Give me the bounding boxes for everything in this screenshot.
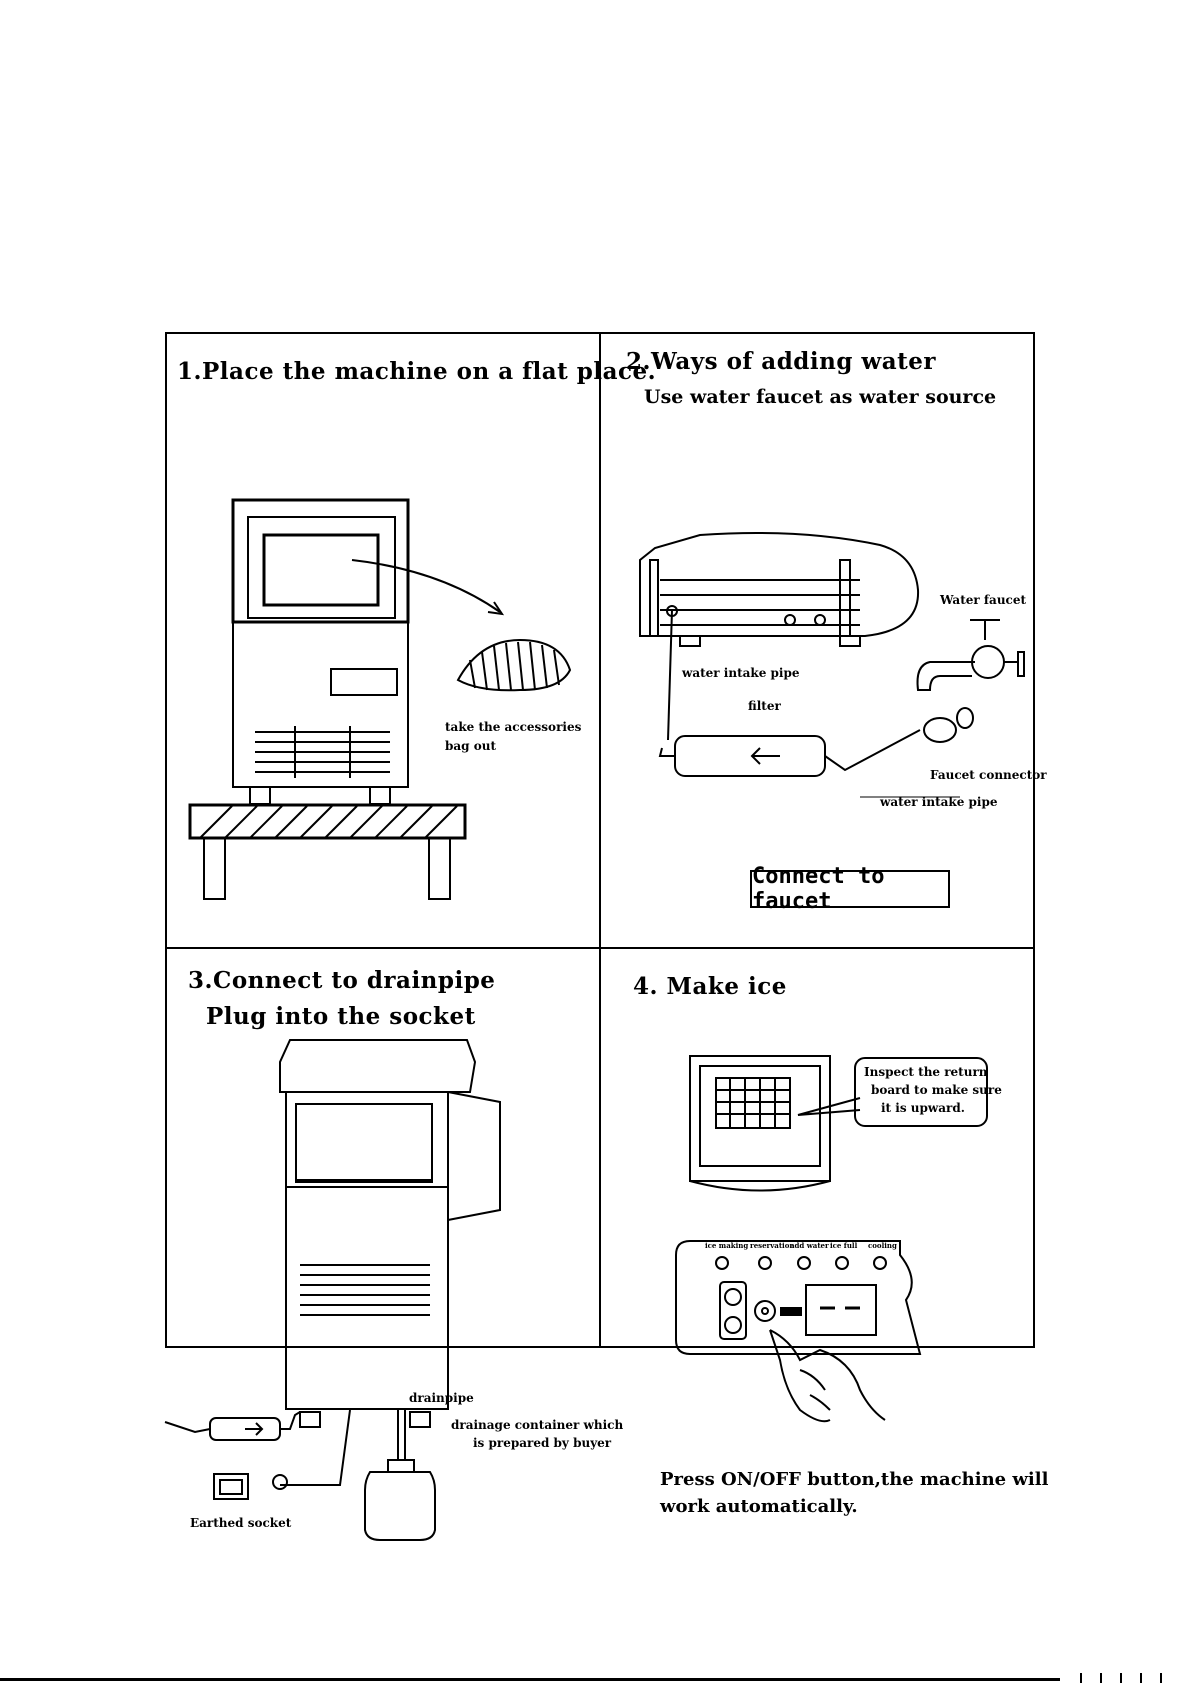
grid-divider-horizontal bbox=[165, 947, 1035, 949]
socket-icon bbox=[213, 1409, 351, 1500]
container-label-line1: drainage container which bbox=[451, 1418, 624, 1432]
filter-small-icon bbox=[164, 1411, 301, 1441]
ice-machine-illustration bbox=[231, 498, 505, 788]
machine-side-illustration bbox=[639, 531, 920, 647]
inspect-line2: board to make sure bbox=[871, 1083, 1002, 1097]
indicator-label-1: ice making bbox=[705, 1241, 749, 1250]
accessories-label-line1: take the accessories bbox=[445, 720, 582, 734]
panel2-subtitle: Use water faucet as water source bbox=[644, 386, 997, 408]
earthed-socket-label: Earthed socket bbox=[190, 1516, 292, 1530]
water-faucet-label: Water faucet bbox=[940, 593, 1027, 607]
indicator-label-2: reservation bbox=[750, 1241, 795, 1250]
bottom-edge-rule bbox=[0, 1678, 1060, 1681]
faucet-connector-label: Faucet connector bbox=[930, 768, 1047, 782]
bottom-tick bbox=[1100, 1673, 1102, 1683]
bottom-tick bbox=[1080, 1673, 1082, 1683]
container-label-line2: is prepared by buyer bbox=[473, 1436, 612, 1450]
bottom-tick bbox=[1120, 1673, 1122, 1683]
panel3-subtitle: Plug into the socket bbox=[206, 1003, 476, 1030]
hand-pressing-icon bbox=[769, 1329, 886, 1423]
water-intake-pipe-label-bottom: water intake pipe bbox=[880, 795, 998, 809]
ice-machine-front-illustration bbox=[279, 1039, 501, 1428]
panel2-title: 2.Ways of adding water bbox=[626, 348, 936, 375]
indicator-label-3: add water bbox=[790, 1241, 829, 1250]
table-illustration bbox=[188, 786, 467, 900]
water-faucet-icon bbox=[916, 619, 1025, 691]
inspect-line3: it is upward. bbox=[881, 1101, 965, 1115]
bottom-tick bbox=[1160, 1673, 1162, 1683]
panel3-title: 3.Connect to drainpipe bbox=[188, 967, 496, 994]
indicator-label-5: cooling bbox=[868, 1241, 897, 1250]
drainpipe-label: drainpipe bbox=[409, 1391, 474, 1405]
grid-divider-vertical bbox=[599, 332, 601, 1348]
accessories-label-line2: bag out bbox=[445, 739, 497, 753]
panel1-title: 1.Place the machine on a flat place. bbox=[177, 358, 657, 385]
control-panel-illustration bbox=[675, 1240, 922, 1355]
inspect-callout-bubble bbox=[797, 1057, 988, 1127]
inspect-line1: Inspect the return bbox=[864, 1065, 988, 1079]
filter-icon bbox=[658, 609, 921, 777]
panel4-title: 4. Make ice bbox=[633, 973, 787, 1000]
accessories-bag-icon bbox=[456, 638, 572, 692]
instruction-line2: work automatically. bbox=[660, 1496, 858, 1517]
instruction-line1: Press ON/OFF button,the machine will bbox=[660, 1469, 1049, 1490]
water-intake-pipe-label-top: water intake pipe bbox=[682, 666, 800, 680]
indicator-label-4: ice full bbox=[830, 1241, 858, 1250]
bottom-tick bbox=[1140, 1673, 1142, 1683]
filter-label: filter bbox=[748, 699, 781, 713]
drain-container-icon bbox=[364, 1410, 436, 1541]
faucet-connector-icon bbox=[923, 707, 974, 743]
open-machine-illustration bbox=[689, 1055, 831, 1192]
